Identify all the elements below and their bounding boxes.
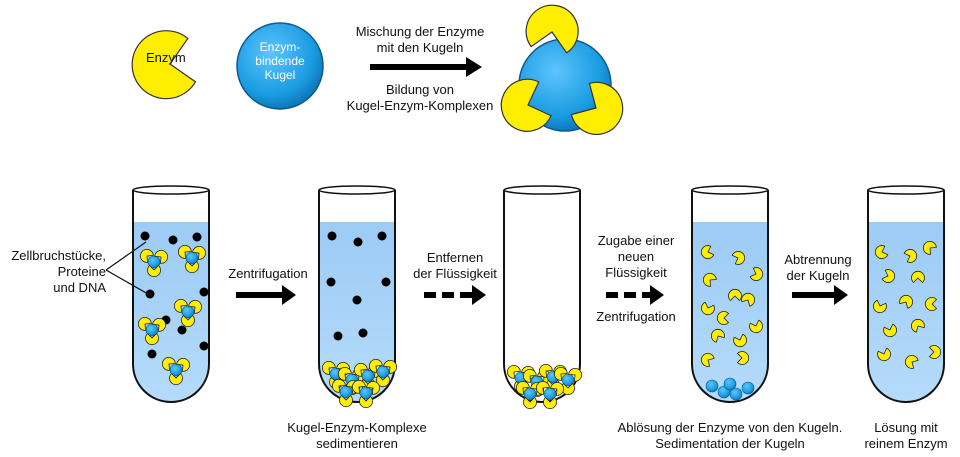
tube-5-pure-enzyme [867,185,945,403]
complex-formation-label: Bildung von Kugel-Enzym-Komplexen [346,82,494,113]
arrow-separate-beads [792,285,848,305]
enzyme-label: Enzym [146,50,186,65]
mixing-label: Mischung der Enzyme mit den Kugeln [355,24,485,55]
tube-4-caption: Ablösung der Enzyme von den Kugeln. Sedi… [617,420,843,451]
step-remove-liquid-label: Entfernen der Flüssigkeit [413,250,497,281]
bead-label: Enzym- bindende Kugel [255,40,305,82]
debris-label: Zellbruchstücke, Proteine und DNA [11,248,106,295]
step-add-liquid-label: Zugabe einer neuen Flüssigkeit [597,233,675,280]
mixing-arrow [370,57,482,77]
tube-1-particles [136,231,209,385]
step-separate-beads-label: Abtrennung der Kugeln [784,252,852,283]
debris-leader-lines [105,241,149,295]
enzyme-legend-shape [131,30,197,100]
tube-2-caption: Kugel-Enzym-Komplexe sedimentieren [287,420,427,451]
arrow-remove-liquid [424,285,486,305]
step-add-centrifugation-label: Zentrifugation [596,309,676,324]
bead-legend-shape [236,22,324,110]
tube-2-sediment [318,185,399,408]
tube-3-pellet [503,185,584,409]
tube-4-release [691,185,769,403]
arrow-centrifugation [236,285,296,305]
bead-enzyme-complex-large [500,4,624,135]
step-centrifugation-label: Zentrifugation [228,266,308,281]
arrow-add-liquid [606,285,664,305]
tube-5-caption: Lösung mit reinem Enzym [864,420,948,451]
